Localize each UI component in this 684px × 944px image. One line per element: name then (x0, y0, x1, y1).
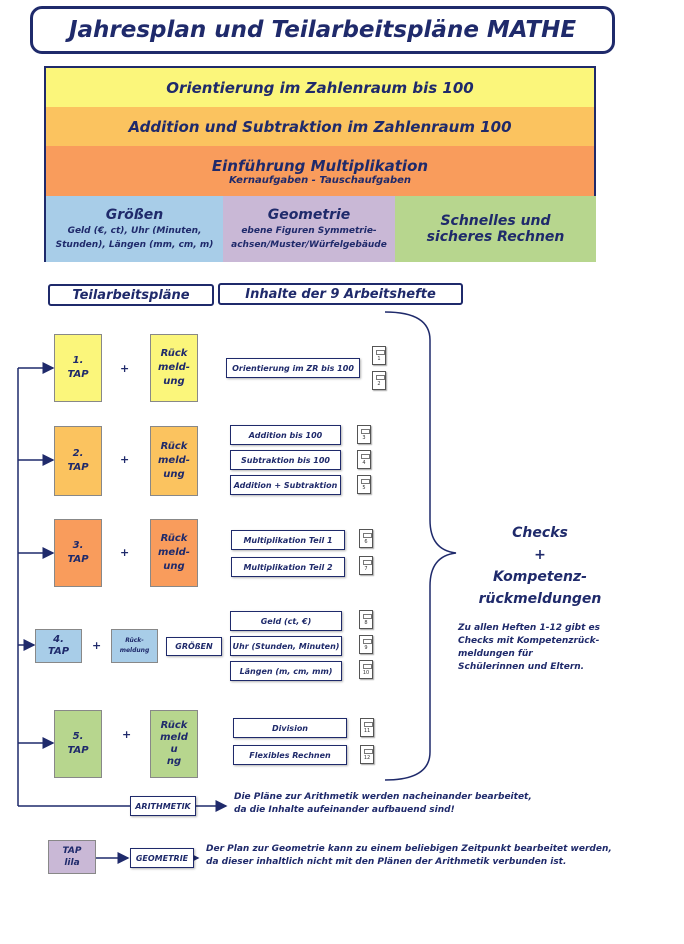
tap-1: 1.TAP (54, 334, 102, 402)
plan-band-orientierung: Orientierung im Zahlenraum bis 100 (46, 68, 594, 107)
plus-sign: + (120, 362, 130, 375)
tap-5: 5.TAP (54, 710, 102, 778)
header-inhalte: Inhalte der 9 Arbeitshefte (218, 283, 463, 305)
plus-sign: + (122, 728, 132, 741)
notebook-icon: 9 (359, 635, 373, 654)
topic-addition: Addition bis 100 (230, 425, 341, 445)
rueckmeldung-4: Rück-meldung (111, 629, 158, 663)
topic-flexibles-rechnen: Flexibles Rechnen (233, 745, 347, 765)
arithmetik-label: ARITHMETIK (130, 796, 196, 816)
plus-sign: + (120, 453, 130, 466)
topic-addition-subtraktion: Addition + Subtraktion (230, 475, 341, 495)
year-plan: Orientierung im Zahlenraum bis 100 Addit… (44, 66, 596, 262)
notebook-icon: 1 (372, 346, 386, 365)
plus-sign: + (92, 639, 102, 652)
plan-cell-geometrie: Geometrie ebene Figuren Symmetrie- achse… (223, 196, 395, 262)
plan-cell-groessen: Größen Geld (€, ct), Uhr (Minuten, Stund… (46, 196, 223, 262)
plus-sign: + (120, 546, 130, 559)
notebook-icon: 3 (357, 425, 371, 444)
arithmetik-note: Die Pläne zur Arithmetik werden nacheina… (234, 792, 532, 815)
topic-division: Division (233, 718, 347, 738)
plan-cell-schnelles-rechnen: Schnelles und sicheres Rechnen (395, 196, 596, 262)
topic-multiplikation-2: Multiplikation Teil 2 (231, 557, 345, 577)
notebook-icon: 12 (360, 745, 374, 764)
topic-orientierung: Orientierung im ZR bis 100 (226, 358, 360, 378)
plan-band-multiplikation: Einführung Multiplikation Kernaufgaben -… (46, 146, 594, 196)
tap-3: 3.TAP (54, 519, 102, 587)
topic-geld: Geld (ct, €) (230, 611, 342, 631)
notebook-icon: 11 (360, 718, 374, 737)
topic-uhr: Uhr (Stunden, Minuten) (230, 636, 342, 656)
topic-subtraktion: Subtraktion bis 100 (230, 450, 341, 470)
geometrie-label: GEOMETRIE (130, 848, 194, 868)
topic-multiplikation-1: Multiplikation Teil 1 (231, 530, 345, 550)
checks-note: Zu allen Heften 1-12 gibt es Checks mit … (458, 623, 600, 672)
notebook-icon: 8 (359, 610, 373, 629)
geometrie-note: Der Plan zur Geometrie kann zu einem bel… (206, 844, 612, 867)
notebook-icon: 7 (359, 556, 373, 575)
notebook-icon: 5 (357, 475, 371, 494)
notebook-icon: 6 (359, 529, 373, 548)
notebook-icon: 2 (372, 371, 386, 390)
checks-heading: Checks + Kompetenz- rückmeldungen (478, 525, 602, 607)
topic-laengen: Längen (m, cm, mm) (230, 661, 342, 681)
page-title: Jahresplan und Teilarbeitspläne MATHE (30, 6, 615, 54)
header-teilarbeitsplaene: Teilarbeitspläne (48, 284, 214, 306)
tap-2: 2.TAP (54, 426, 102, 496)
notebook-icon: 4 (357, 450, 371, 469)
tap-4: 4.TAP (35, 629, 82, 663)
plan-band-addition: Addition und Subtraktion im Zahlenraum 1… (46, 107, 594, 146)
notebook-icon: 10 (359, 660, 373, 679)
groessen-label: GRÖßEN (166, 637, 222, 656)
